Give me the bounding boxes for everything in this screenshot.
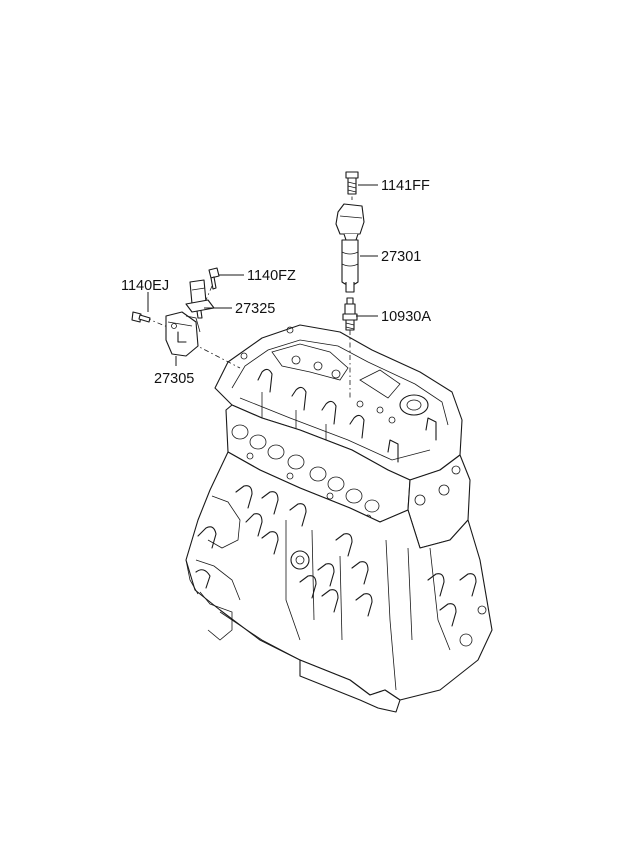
part-label-27301: 27301 (381, 249, 421, 265)
assembly-line-bolt-fz (205, 285, 213, 301)
bolt-1140fz-icon (208, 267, 220, 290)
part-label-1140fz: 1140FZ (247, 268, 296, 284)
bracket-27305-icon (165, 311, 201, 357)
ignition-coil-27301-icon (335, 203, 365, 293)
part-label-1141ff: 1141FF (381, 178, 430, 194)
sensor-27325-icon (185, 279, 215, 319)
part-label-1140ej: 1140EJ (121, 278, 169, 294)
spark-plug-10930a-icon (342, 297, 358, 331)
part-label-10930a: 10930A (381, 309, 431, 325)
bolt-1141ff-icon (345, 171, 359, 195)
engine-block-illustration (185, 324, 493, 713)
assembly-line-sensor (181, 337, 241, 369)
part-label-27305: 27305 (154, 371, 194, 387)
bolt-1140ej-icon (131, 311, 151, 323)
part-label-27325: 27325 (235, 301, 275, 317)
